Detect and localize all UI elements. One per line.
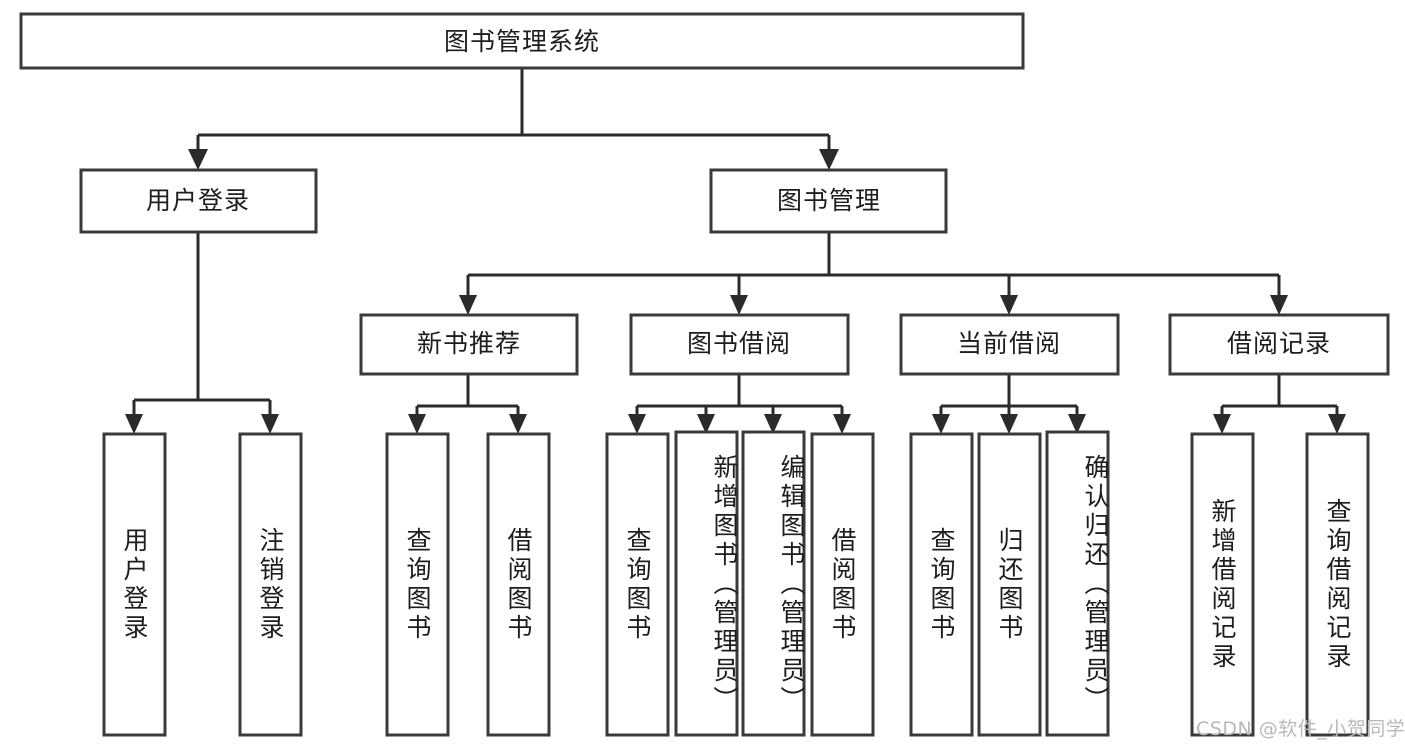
node-borrow-record-label: 借阅记录	[1227, 329, 1331, 358]
node-user-login[interactable]: 用户登录	[79, 168, 318, 234]
node-book-borrow-label: 图书借阅	[687, 329, 791, 358]
node-leaf-add-record-box[interactable]	[1190, 432, 1255, 737]
node-user-login-label: 用户登录	[146, 186, 250, 215]
arrowhead-leaf-query-record	[1328, 414, 1346, 434]
node-leaf-user-login-box[interactable]	[102, 432, 167, 737]
arrowhead-current-borrow	[1000, 295, 1018, 315]
node-book-borrow-box[interactable]	[629, 313, 850, 376]
node-new-book-rec-box[interactable]	[359, 313, 579, 376]
node-root-label: 图书管理系统	[444, 27, 600, 56]
arrowhead-leaf-query-book-3	[932, 414, 950, 434]
arrowhead-leaf-borrow-book-2	[833, 414, 851, 434]
node-book-borrow[interactable]: 图书借阅	[629, 313, 850, 376]
arrowhead-borrow-record	[1270, 295, 1288, 315]
arrowhead-leaf-borrow-book-1	[509, 414, 527, 434]
arrowhead-leaf-add-record	[1213, 414, 1231, 434]
node-leaf-logout-box[interactable]	[238, 432, 303, 737]
arrowhead-leaf-return-book	[1000, 414, 1018, 434]
node-current-borrow-box[interactable]	[899, 313, 1120, 376]
node-leaf-borrow-book-1-box[interactable]	[486, 432, 551, 737]
node-leaf-add-book-box[interactable]	[674, 430, 739, 737]
arrowhead-user-login	[188, 149, 208, 170]
node-borrow-record-box[interactable]	[1168, 313, 1390, 376]
node-book-manage-label: 图书管理	[777, 186, 881, 215]
node-new-book-rec[interactable]: 新书推荐	[359, 313, 579, 376]
arrowhead-book-borrow	[730, 295, 748, 315]
connectors	[125, 68, 1346, 434]
node-leaf-query-book-2-box[interactable]	[605, 432, 670, 737]
node-leaf-query-record-box[interactable]	[1305, 432, 1370, 737]
node-book-manage-box[interactable]	[709, 168, 948, 234]
node-leaf-borrow-book-2-box[interactable]	[810, 432, 875, 737]
node-current-borrow[interactable]: 当前借阅	[899, 313, 1120, 376]
arrowhead-leaf-query-book-1	[408, 414, 426, 434]
arrowhead-leaf-user-login	[125, 414, 143, 434]
node-borrow-record[interactable]: 借阅记录	[1168, 313, 1390, 376]
arrowhead-leaf-confirm-return	[1068, 414, 1086, 434]
node-root-box[interactable]	[19, 12, 1025, 70]
arrowhead-book-manage	[819, 149, 839, 170]
csdn-watermark: CSDN @软件_小贺同学	[1196, 718, 1405, 740]
node-leaf-query-book-3-box[interactable]	[909, 432, 974, 737]
arrowhead-leaf-query-book-2	[628, 414, 646, 434]
node-current-borrow-label: 当前借阅	[957, 329, 1061, 358]
node-leaf-edit-book-box[interactable]	[741, 430, 806, 737]
arrowhead-new-book-rec	[459, 295, 477, 315]
arrowhead-leaf-logout	[261, 414, 279, 434]
node-new-book-rec-label: 新书推荐	[417, 329, 521, 358]
node-book-manage[interactable]: 图书管理	[709, 168, 948, 234]
node-leaf-query-book-1-box[interactable]	[385, 432, 450, 737]
node-leaf-confirm-return-box[interactable]	[1045, 430, 1110, 737]
arrowhead-leaf-add-book	[697, 414, 715, 434]
node-root[interactable]: 图书管理系统	[19, 12, 1025, 70]
node-user-login-box[interactable]	[79, 168, 318, 234]
arrowhead-leaf-edit-book	[764, 414, 782, 434]
node-leaf-return-book-box[interactable]	[977, 432, 1042, 737]
